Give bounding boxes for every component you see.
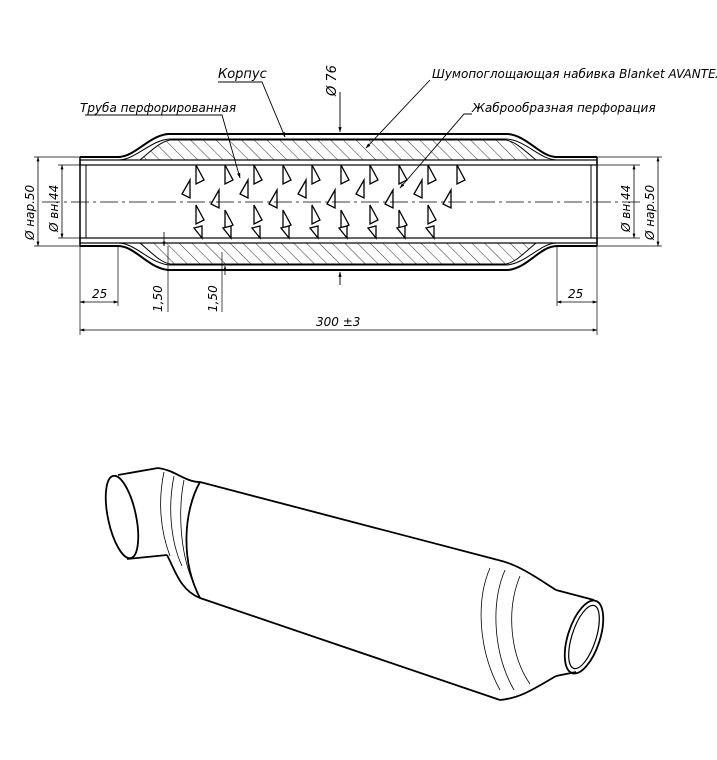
label-left-inner-diameter: Ø вн.44 xyxy=(47,185,61,233)
gill-perforations xyxy=(181,164,466,240)
housing-outline xyxy=(80,133,597,158)
label-body: Корпус xyxy=(218,67,267,82)
left-pipe-end xyxy=(104,474,140,560)
dim-right-end: 25 xyxy=(568,287,583,301)
dim-left-wall-1: 1,50 xyxy=(151,285,165,312)
leader-packing xyxy=(365,79,431,149)
packing-bottom xyxy=(138,242,538,265)
dim-left-wall-2: 1,50 xyxy=(206,285,220,312)
label-gill-perforation: Жаброобразная перфорация xyxy=(471,101,656,115)
leader-pipe xyxy=(85,114,241,179)
right-pipe-end xyxy=(563,599,605,675)
section-view: Корпус Ø 76 Шумопоглощающая набивка Blan… xyxy=(23,65,717,335)
isometric-view xyxy=(104,467,605,701)
label-left-outer-diameter: Ø нар.50 xyxy=(23,184,37,241)
label-diameter-76: Ø 76 xyxy=(325,65,340,97)
packing-top xyxy=(138,139,538,161)
dim-total-length: 300 ±3 xyxy=(316,315,360,329)
leader-body xyxy=(218,81,286,138)
label-right-inner-diameter: Ø вн.44 xyxy=(619,185,633,233)
label-right-outer-diameter: Ø нар.50 xyxy=(643,184,657,241)
leader-gill xyxy=(399,113,472,189)
dim-left-end: 25 xyxy=(92,287,107,301)
label-perforated-pipe: Труба перфорированная xyxy=(80,101,236,115)
label-packing: Шумопоглощающая набивка Blanket AVANTEX xyxy=(432,67,717,81)
body-bottom-edge xyxy=(199,597,501,701)
body-top-edge xyxy=(199,481,499,561)
